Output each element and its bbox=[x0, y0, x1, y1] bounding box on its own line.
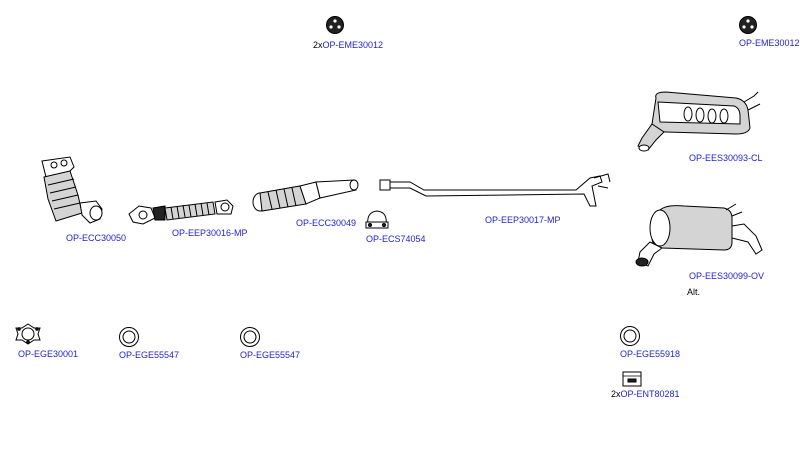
part-label-fitting-kit[interactable]: 2xOP-ENT80281 bbox=[611, 389, 680, 400]
front-flex-pipe-icon[interactable] bbox=[127, 196, 237, 228]
fitting-kit-icon[interactable] bbox=[622, 371, 642, 387]
alt-note: Alt. bbox=[687, 287, 701, 297]
part-label-hanger-b[interactable]: OP-EME30012 bbox=[739, 38, 800, 49]
part-label-silencer-ov[interactable]: OP-EES30099-OV bbox=[689, 271, 764, 282]
part-label-clamp[interactable]: OP-ECS74054 bbox=[366, 234, 426, 245]
part-label-manifold-cat[interactable]: OP-ECC30050 bbox=[66, 233, 126, 244]
center-pipe-icon[interactable] bbox=[376, 166, 614, 214]
part-label-gasket-c[interactable]: OP-EGE55918 bbox=[620, 349, 680, 360]
qty-prefix: 2x bbox=[611, 389, 621, 399]
part-code: OP-ECC30049 bbox=[296, 218, 357, 228]
catalytic-converter-icon[interactable] bbox=[250, 178, 362, 214]
part-code: OP-EGE30001 bbox=[18, 349, 79, 359]
part-code: OP-ENT80281 bbox=[620, 389, 680, 399]
part-label-cat-converter[interactable]: OP-ECC30049 bbox=[296, 218, 356, 229]
part-code: OP-EES30099-OV bbox=[689, 271, 765, 281]
part-code: OP-EGE55547 bbox=[240, 350, 301, 360]
part-code: OP-EGE55547 bbox=[119, 350, 180, 360]
part-label-flex-pipe[interactable]: OP-EEP30016-MP bbox=[172, 228, 248, 239]
part-label-gasket-a[interactable]: OP-EGE55547 bbox=[119, 350, 179, 361]
part-code: OP-EEP30017-MP bbox=[485, 215, 561, 225]
manifold-catalyst-icon[interactable] bbox=[34, 155, 112, 233]
part-code: OP-ECC30050 bbox=[66, 233, 127, 243]
rear-silencer-cl-icon[interactable] bbox=[636, 88, 764, 154]
rubber-hanger-icon[interactable] bbox=[738, 15, 758, 35]
part-code: OP-EES30093-CL bbox=[689, 153, 763, 163]
gasket-ring-icon[interactable] bbox=[619, 325, 641, 347]
qty-prefix: 2x bbox=[313, 40, 323, 50]
rubber-hanger-icon[interactable] bbox=[325, 15, 345, 35]
clamp-icon[interactable] bbox=[364, 208, 390, 230]
gasket-ring-icon[interactable] bbox=[239, 326, 261, 348]
gasket-ring-icon[interactable] bbox=[118, 326, 140, 348]
gasket-3bolt-icon[interactable] bbox=[14, 322, 42, 346]
part-label-silencer-cl[interactable]: OP-EES30093-CL bbox=[689, 153, 763, 164]
part-label-hanger-a[interactable]: 2xOP-EME30012 bbox=[313, 40, 383, 51]
part-code: OP-EME30012 bbox=[739, 38, 800, 48]
part-label-gasket-3bolt[interactable]: OP-EGE30001 bbox=[18, 349, 78, 360]
part-label-center-pipe[interactable]: OP-EEP30017-MP bbox=[485, 215, 561, 226]
part-code: OP-EME30012 bbox=[322, 40, 384, 50]
part-label-gasket-b[interactable]: OP-EGE55547 bbox=[240, 350, 300, 361]
rear-silencer-ov-icon[interactable] bbox=[632, 202, 766, 270]
part-code: OP-ECS74054 bbox=[366, 234, 426, 244]
part-code: OP-EEP30016-MP bbox=[172, 228, 248, 238]
part-code: OP-EGE55918 bbox=[620, 349, 681, 359]
